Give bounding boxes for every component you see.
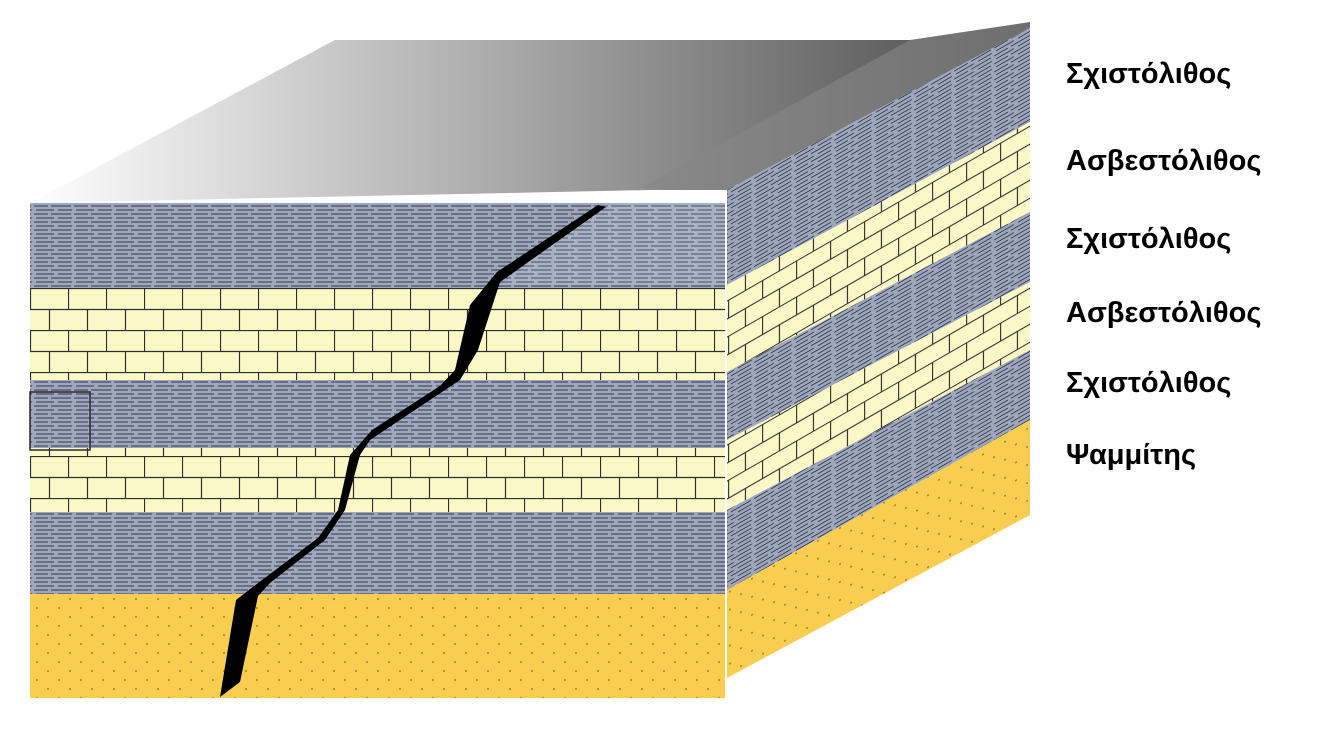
front-sandstone	[30, 594, 725, 698]
side-shale-bottom	[727, 350, 1030, 590]
label-sandstone: Ψαμμίτης	[1066, 439, 1196, 471]
front-limestone-upper	[30, 288, 725, 380]
layer-labels: Σχιστόλιθος Ασβεστόλιθος Σχιστόλιθος Ασβ…	[1066, 58, 1261, 471]
label-shale-middle: Σχιστόλιθος	[1066, 223, 1231, 255]
label-shale-top: Σχιστόλιθος	[1066, 58, 1231, 90]
front-face	[29, 203, 725, 698]
side-shale-top	[727, 28, 1030, 285]
front-shale-bottom	[30, 512, 725, 594]
side-sandstone	[727, 420, 1030, 678]
top-surface-upthrown	[640, 22, 1030, 190]
front-shale-middle	[30, 380, 725, 448]
upthrown-shale-tint	[500, 190, 727, 285]
label-shale-bottom: Σχιστόλιθος	[1066, 367, 1231, 399]
side-face	[727, 28, 1030, 678]
front-outline-box	[29, 391, 91, 451]
label-limestone-upper: Ασβεστόλιθος	[1066, 145, 1261, 177]
front-limestone-lower	[30, 448, 725, 512]
label-limestone-lower: Ασβεστόλιθος	[1066, 297, 1261, 329]
front-shale-top	[30, 203, 725, 288]
side-limestone-upper	[727, 122, 1030, 372]
side-shale-middle	[727, 212, 1030, 440]
side-limestone-lower	[727, 282, 1030, 510]
